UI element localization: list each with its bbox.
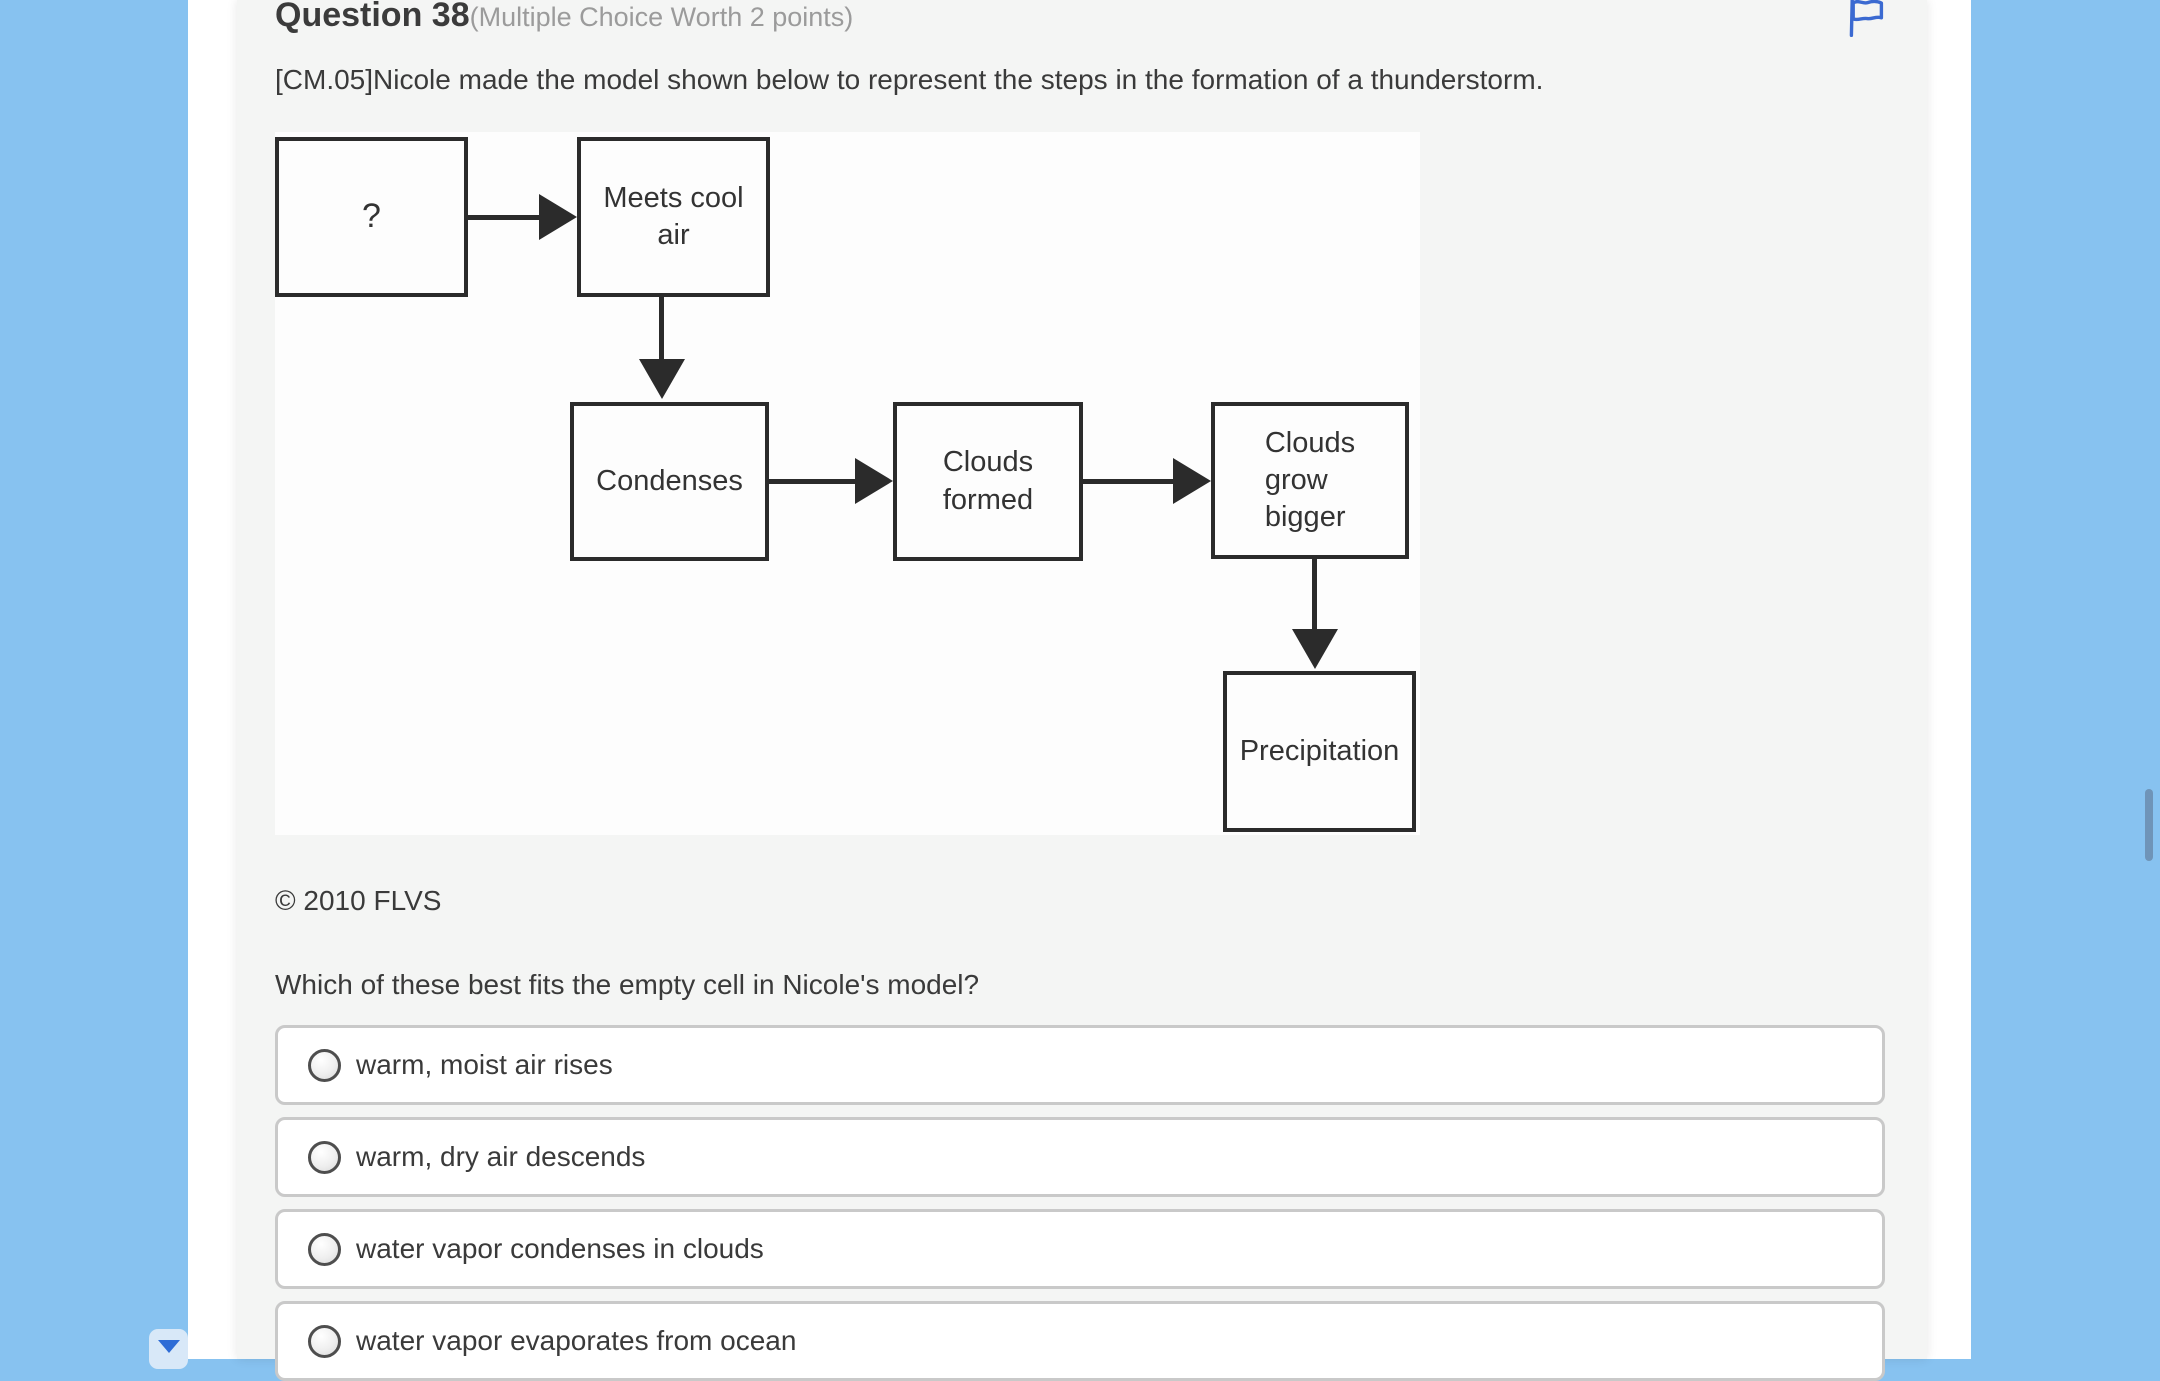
arrow-condenses-to-clouds-formed (769, 479, 859, 484)
diagram-box-clouds-grow-bigger-label: Clouds grow bigger (1264, 426, 1356, 534)
copyright-text: © 2010 FLVS (275, 885, 442, 916)
question-panel: Question 38(Multiple Choice Worth 2 poin… (237, 0, 1927, 1381)
question-title: Question 38 (275, 0, 470, 34)
radio-button-icon[interactable] (308, 1048, 341, 1082)
answer-option-1-label: warm, moist air rises (356, 1049, 613, 1080)
arrowhead-right-icon (855, 458, 893, 504)
diagram-box-meets-cool-air: Meets cool air (577, 137, 770, 297)
question-header: Question 38(Multiple Choice Worth 2 poin… (275, 0, 1893, 42)
diagram-box-clouds-grow-bigger: Clouds grow bigger (1211, 402, 1409, 559)
scrollbar-thumb[interactable] (2145, 789, 2153, 861)
question-title-line: Question 38(Multiple Choice Worth 2 poin… (275, 0, 853, 42)
diagram-box-precipitation: Precipitation (1223, 671, 1416, 832)
answer-options: warm, moist air rises warm, dry air desc… (275, 1025, 1893, 1381)
flag-question-button[interactable] (1843, 0, 1893, 40)
diagram-box-unknown: ? (275, 137, 468, 297)
arrowhead-down-icon (1292, 629, 1338, 669)
question-meta: (Multiple Choice Worth 2 points) (469, 2, 854, 32)
question-stem: Which of these best fits the empty cell … (275, 969, 980, 1000)
arrow-clouds-grow-to-precipitation (1312, 559, 1317, 634)
answer-option-1[interactable]: warm, moist air rises (275, 1025, 1885, 1105)
answer-option-2-label: warm, dry air descends (356, 1141, 646, 1172)
answer-option-4[interactable]: water vapor evaporates from ocean (275, 1301, 1885, 1381)
question-prompt: [CM.05]Nicole made the model shown below… (275, 64, 1544, 95)
flag-icon (1843, 0, 1893, 40)
arrowhead-right-icon (539, 194, 577, 240)
arrow-meets-to-condenses (659, 297, 664, 382)
arrow-clouds-formed-to-clouds-grow (1083, 479, 1175, 484)
radio-button-icon[interactable] (308, 1324, 341, 1358)
expand-panel-button[interactable] (149, 1329, 188, 1369)
right-gutter (1927, 0, 1971, 1359)
diagram-box-clouds-formed: Clouds formed (893, 402, 1083, 561)
answer-option-3-label: water vapor condenses in clouds (356, 1233, 764, 1264)
radio-button-icon[interactable] (308, 1140, 341, 1174)
arrowhead-right-icon (1173, 458, 1211, 504)
arrow-unknown-to-meets (468, 215, 543, 220)
arrowhead-down-icon (639, 359, 685, 399)
diagram-box-condenses: Condenses (570, 402, 769, 561)
diagram-box-clouds-formed-label: Clouds formed (942, 446, 1034, 516)
left-gutter (188, 0, 237, 1359)
radio-button-icon[interactable] (308, 1232, 341, 1266)
answer-option-2[interactable]: warm, dry air descends (275, 1117, 1885, 1197)
thunderstorm-model-diagram: ? Meets cool air Condenses Clouds formed… (275, 132, 1420, 835)
answer-option-4-label: water vapor evaporates from ocean (356, 1325, 797, 1356)
answer-option-3[interactable]: water vapor condenses in clouds (275, 1209, 1885, 1289)
chevron-down-icon (157, 1340, 180, 1353)
